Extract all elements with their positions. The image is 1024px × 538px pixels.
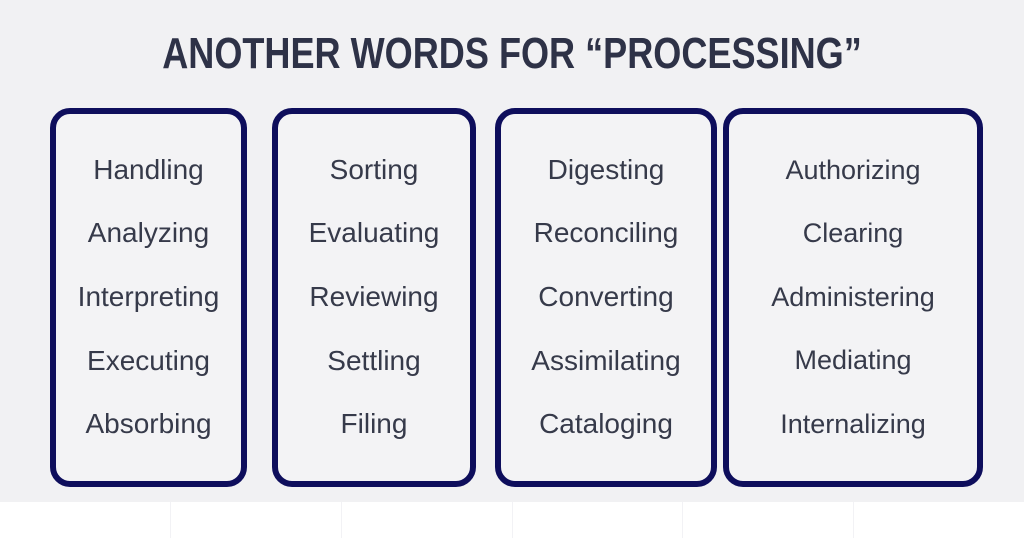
- word-item: Analyzing: [87, 217, 210, 249]
- word-item: Assimilating: [531, 344, 681, 376]
- word-item: Converting: [538, 281, 674, 313]
- word-item: Administering: [771, 281, 935, 312]
- word-item: Filing: [340, 408, 408, 440]
- word-card-3: Digesting Reconciling Converting Assimil…: [495, 108, 717, 487]
- word-item: Clearing: [802, 218, 904, 249]
- word-item: Executing: [87, 344, 210, 376]
- word-item: Absorbing: [85, 408, 212, 440]
- word-item: Reviewing: [309, 281, 439, 313]
- word-item: Reconciling: [533, 217, 679, 249]
- footer-strip: [0, 502, 1024, 538]
- grid-line: [170, 502, 171, 538]
- word-card-1: Handling Analyzing Interpreting Executin…: [50, 108, 247, 487]
- grid-line: [341, 502, 342, 538]
- word-card-2: Sorting Evaluating Reviewing Settling Fi…: [272, 108, 476, 487]
- word-item: Digesting: [547, 153, 665, 185]
- page-title: ANOTHER WORDS FOR “PROCESSING”: [162, 29, 862, 78]
- grid-line: [512, 502, 513, 538]
- word-item: Authorizing: [785, 154, 921, 185]
- word-item: Internalizing: [780, 408, 926, 439]
- grid-line: [853, 502, 854, 538]
- word-item: Cataloging: [539, 408, 673, 440]
- grid-line: [682, 502, 683, 538]
- word-card-4: Authorizing Clearing Administering Media…: [723, 108, 983, 487]
- word-item: Sorting: [329, 153, 419, 185]
- word-item: Handling: [93, 153, 204, 185]
- word-item: Evaluating: [308, 217, 440, 249]
- word-item: Settling: [327, 344, 421, 376]
- word-item: Mediating: [794, 345, 912, 376]
- word-item: Interpreting: [77, 281, 220, 313]
